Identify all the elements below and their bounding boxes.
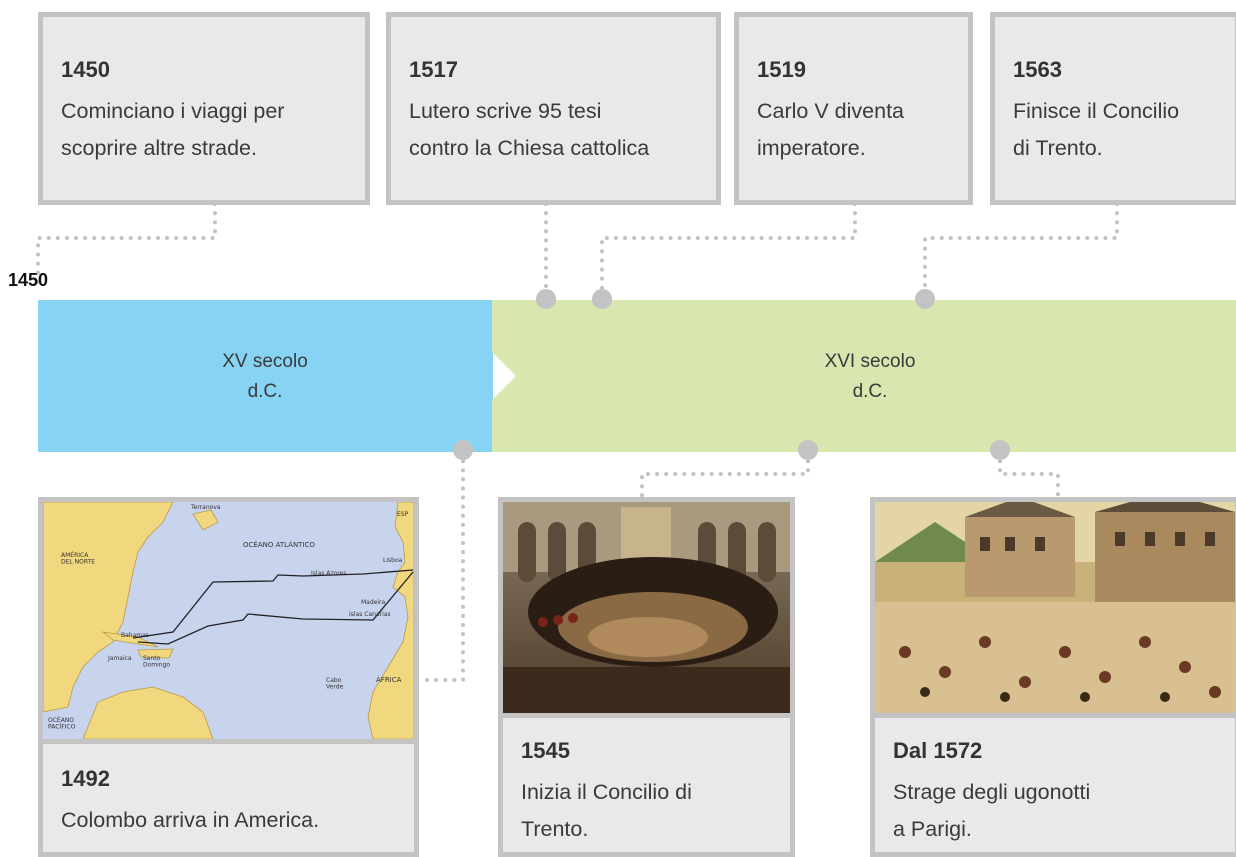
event-card-1450: 1450 Cominciano i viaggi per scoprire al… — [38, 12, 370, 205]
dot-1545 — [798, 440, 818, 460]
event-card-1545: 1545 Inizia il Concilio di Trento. — [498, 497, 795, 857]
dot-1492 — [453, 440, 473, 460]
event-card-1563: 1563 Finisce il Concilio di Trento. — [990, 12, 1236, 205]
map-label-jamaica: Jamaica — [107, 655, 132, 662]
event-year: 1519 — [757, 57, 806, 82]
event-text: Carlo V diventa imperatore. — [757, 99, 904, 160]
event-text: Colombo arriva in America. — [61, 808, 320, 832]
event-card-1517: 1517 Lutero scrive 95 tesi contro la Chi… — [386, 12, 721, 205]
painting-illustration — [875, 502, 1235, 713]
event-card-1572: Dal 1572 Strage degli ugonotti a Parigi. — [870, 497, 1236, 857]
event-year: 1517 — [409, 57, 458, 82]
map-label-terranova: Terranova — [190, 504, 221, 511]
map-label-madeira: Madeira — [361, 599, 385, 606]
map-label-africa: ÁFRICA — [376, 675, 402, 684]
event-text: Lutero scrive 95 tesi contro la Chiesa c… — [409, 99, 650, 160]
event-year: 1545 — [521, 738, 570, 763]
event-year: 1563 — [1013, 57, 1062, 82]
event-card-1519: 1519 Carlo V diventa imperatore. — [734, 12, 973, 205]
map-label-bahamas: Bahamas — [121, 632, 149, 639]
painting-st-bartholomew-massacre — [875, 502, 1235, 718]
dot-1572 — [990, 440, 1010, 460]
event-year: 1492 — [61, 766, 110, 791]
xvi-century-label: XVI secolo d.C. — [824, 351, 916, 402]
event-text: Finisce il Concilio di Trento. — [1013, 99, 1180, 160]
dot-1519 — [592, 289, 612, 309]
map-label-azores: Islas Azores — [311, 570, 346, 577]
map-label-atlantic: OCÉANO ATLÁNTICO — [243, 540, 315, 549]
xv-century-label: XV secolo d.C. — [222, 351, 308, 402]
map-label-lisbon: Lisboa — [383, 557, 403, 564]
event-text: Inizia il Concilio di Trento. — [521, 780, 692, 841]
xvi-century-band — [492, 300, 1236, 452]
event-text: Strage degli ugonotti a Parigi. — [893, 780, 1091, 841]
dot-1563 — [915, 289, 935, 309]
timeline-dots — [453, 289, 1010, 460]
map-label-canarias: Islas Canarias — [349, 611, 391, 618]
event-year: Dal 1572 — [893, 738, 983, 763]
map-label-esp: ESP — [397, 511, 409, 518]
connector-lines — [36, 202, 1119, 682]
xv-century-band — [38, 300, 493, 452]
painting-illustration — [503, 502, 790, 713]
dot-1517 — [536, 289, 556, 309]
painting-council-of-trent — [503, 502, 790, 718]
event-year: 1450 — [61, 57, 110, 82]
event-text: Cominciano i viaggi per scoprire altre s… — [61, 99, 285, 160]
timeline-start-year: 1450 — [8, 270, 49, 290]
